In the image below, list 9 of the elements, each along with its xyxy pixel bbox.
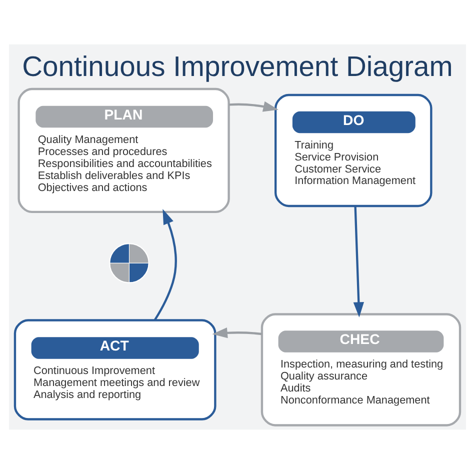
arrow: [212, 328, 262, 338]
arrow: [154, 209, 176, 320]
node-box: DO Training Service Provision Customer Service Information Management: [274, 94, 432, 208]
node-box: ACT Continuous Improvement Management meetings and review Analysis and reporting: [13, 319, 216, 420]
arrow: [352, 206, 364, 318]
node-box: PLAN Quality Management Processes and procedures Responsibilities and accountabilities Establish deliverables and KPIs Objectives and actions: [17, 88, 230, 214]
arrow: [228, 101, 278, 112]
diagram-title: Continuous Improvement Diagram: [22, 50, 452, 82]
node-box: CHEC Inspection, measuring and testing Quality assurance Audits Nonconformance Management: [260, 313, 461, 426]
